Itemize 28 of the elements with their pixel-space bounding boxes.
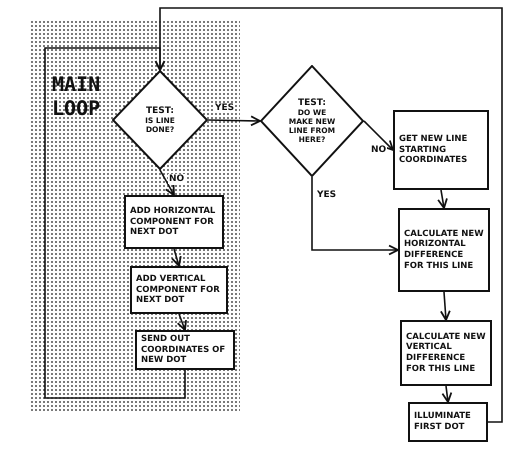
process-box: CALCULATE NEW HORIZONTAL DIFFERENCE FOR THIS LINE: [398, 208, 490, 292]
process-box: ADD VERTICAL COMPONENT FOR NEXT DOT: [130, 266, 228, 314]
arrow: [176, 314, 187, 331]
arrow: [208, 115, 261, 126]
process-box: GET NEW LINE STARTING COORDINATES: [393, 110, 489, 190]
arrow: [437, 190, 448, 209]
arrow: [159, 170, 175, 196]
decision-diamond: [260, 65, 364, 177]
edge-label: NO: [370, 145, 388, 155]
edge-label: NO: [168, 174, 186, 184]
main-loop-region: [30, 20, 240, 412]
arrow: [44, 47, 186, 399]
process-box: SEND OUT COORDINATES OF NEW DOT: [135, 330, 235, 370]
region-title: MAIN LOOP: [52, 72, 102, 120]
decision-diamond: [112, 70, 208, 170]
process-box: CALCULATE NEW VERTICAL DIFFERENCE FOR THIS LINE: [400, 320, 492, 386]
arrow: [311, 177, 399, 256]
edge-label: YES: [316, 190, 338, 200]
decision-heading: TEST:: [296, 98, 327, 108]
process-box: ADD HORIZONTAL COMPONENT FOR NEXT DOT: [124, 195, 224, 249]
arrow: [442, 386, 452, 403]
decision-heading: TEST:: [144, 106, 175, 116]
arrow: [440, 292, 451, 321]
arrow: [171, 248, 182, 267]
process-box: ILLUMINATE FIRST DOT: [408, 402, 488, 442]
arrow: [154, 7, 503, 423]
arrow: [363, 120, 394, 151]
edge-label: YES: [214, 103, 236, 113]
